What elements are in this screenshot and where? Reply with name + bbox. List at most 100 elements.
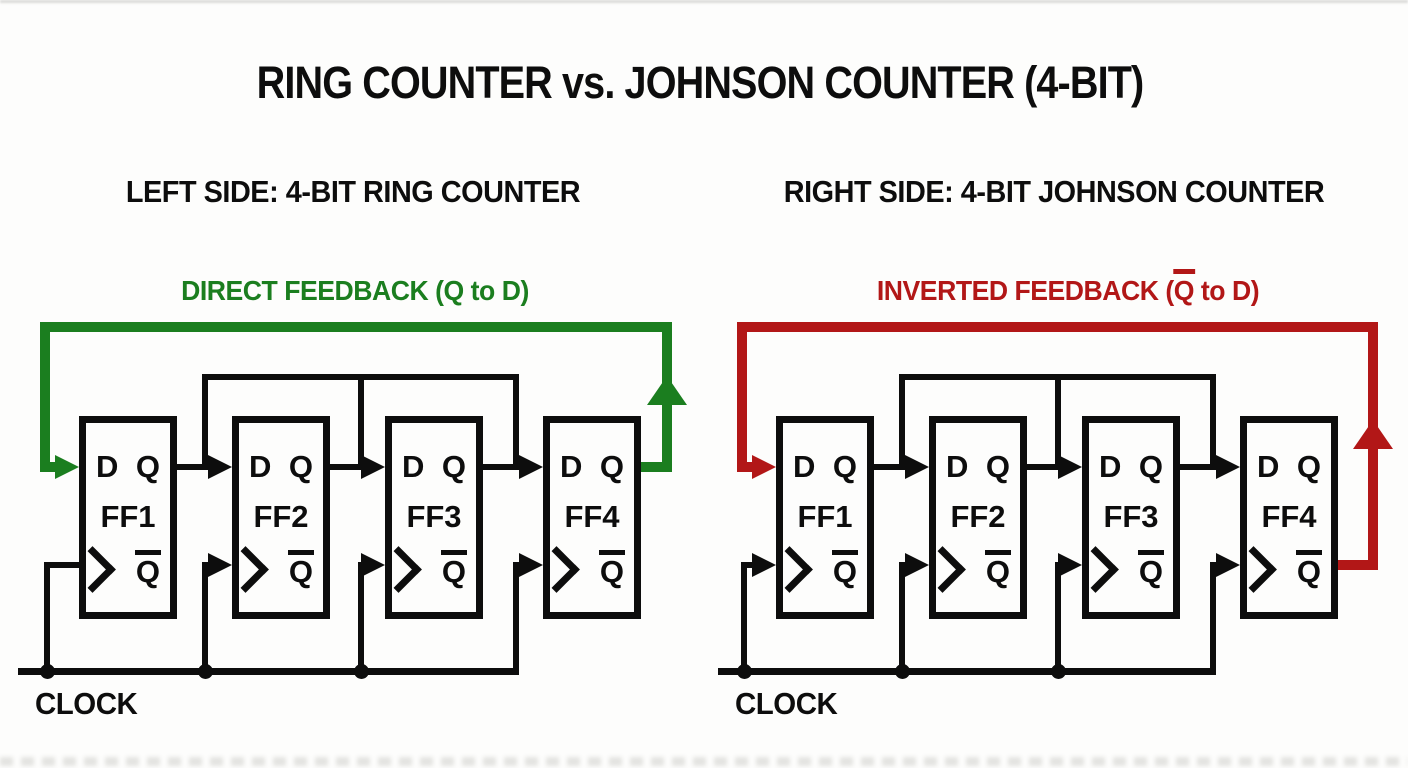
d3-input-arrow <box>361 455 385 479</box>
clock-rail <box>18 668 519 675</box>
red-d-input-arrow <box>752 455 776 479</box>
johnson-section-header: RIGHT SIDE: 4-BIT JOHNSON COUNTER <box>783 174 1325 209</box>
d-input-label: D <box>1257 449 1280 484</box>
clock-riser-4 <box>1210 562 1216 675</box>
clock-arrow-4 <box>1216 553 1240 577</box>
d-input-label: D <box>946 449 969 484</box>
clock-junction-dot <box>737 664 752 679</box>
inverted-feedback-label: INVERTED FEEDBACK (Q to D) <box>876 269 1260 307</box>
ff-name: FF3 <box>1103 499 1159 534</box>
wire-q3-d4 <box>483 464 522 470</box>
d-input-label: D <box>249 449 272 484</box>
d-input-label: D <box>96 449 119 484</box>
clock-junction-dot <box>354 664 369 679</box>
q-output-label: Q <box>985 449 1010 484</box>
ff-name: FF2 <box>253 499 309 534</box>
q-output-label: Q <box>135 449 160 484</box>
qbar-output-label: Q <box>134 550 162 589</box>
inverted-feedback-text-prefix: INVERTED FEEDBACK ( <box>876 275 1174 306</box>
green-q-output-stub <box>641 462 672 472</box>
green-up-arrow <box>647 376 687 405</box>
clock-arrow-2 <box>208 553 232 577</box>
qbar-output-label: Q <box>831 550 859 589</box>
wire-q2-d3 <box>330 464 364 470</box>
flipflop-ff1: D Q FF1 Q <box>766 416 874 619</box>
clock-label: CLOCK <box>735 686 838 721</box>
flipflop-ff2: D Q FF2 Q <box>222 416 330 619</box>
flipflop-ff1: D Q FF1 Q <box>69 416 177 619</box>
flipflop-ff3: D Q FF3 Q <box>375 416 483 619</box>
direct-feedback-text: DIRECT FEEDBACK (Q to D) <box>181 275 529 306</box>
clock-junction-dot <box>1051 664 1066 679</box>
inverted-feedback-qbar: Q <box>1172 269 1196 306</box>
red-qbar-output-stub <box>1338 560 1378 570</box>
d-input-label: D <box>560 449 583 484</box>
clock-junction-dot <box>40 664 55 679</box>
d-input-label: D <box>402 449 425 484</box>
ff-name: FF4 <box>1261 499 1317 534</box>
stage-bus-drop-2 <box>1055 374 1061 467</box>
red-feedback-wire-left <box>737 322 747 472</box>
qbar-output-label: Q <box>1137 550 1165 589</box>
clock-riser-1 <box>741 562 747 675</box>
stage-bus-drop-2 <box>358 374 364 467</box>
ff-name: FF1 <box>797 499 853 534</box>
wire-q1-d2 <box>874 464 908 470</box>
flipflop-ff4: D Q FF4 Q <box>533 416 641 619</box>
d2-input-arrow <box>905 455 929 479</box>
qbar-output-label: Q <box>598 550 626 589</box>
clock-arrow-3 <box>1058 553 1082 577</box>
clock-arrow-4 <box>519 553 543 577</box>
stage-bus-drop-1 <box>899 374 905 467</box>
qbar-output-label: Q <box>440 550 468 589</box>
clock-junction-dot <box>895 664 910 679</box>
d4-input-arrow <box>519 455 543 479</box>
flipflop-ff3: D Q FF3 Q <box>1072 416 1180 619</box>
inverted-feedback-text-suffix: to D) <box>1194 275 1260 306</box>
clock-rail <box>718 668 1216 675</box>
clock-riser-3 <box>358 562 364 675</box>
clock-triangle-icon <box>69 546 116 593</box>
d-input-label: D <box>793 449 816 484</box>
johnson-counter-circuit: RIGHT SIDE: 4-BIT JOHNSON COUNTER INVERT… <box>697 0 1401 768</box>
green-feedback-wire-left <box>40 322 50 472</box>
ring-section-header: LEFT SIDE: 4-BIT RING COUNTER <box>125 174 581 209</box>
ff-name: FF4 <box>564 499 620 534</box>
green-feedback-wire-stub <box>40 462 57 472</box>
direct-feedback-label: DIRECT FEEDBACK (Q to D) <box>181 275 529 307</box>
d4-input-arrow <box>1216 455 1240 479</box>
q-output-label: Q <box>441 449 466 484</box>
q-output-label: Q <box>1296 449 1321 484</box>
clock-riser-1 <box>44 562 50 675</box>
page-title: RING COUNTER vs. JOHNSON COUNTER (4-BIT) <box>256 57 1145 108</box>
red-feedback-wire-top <box>737 322 1378 332</box>
flipflop-ff4: D Q FF4 Q <box>1230 416 1338 619</box>
stage-bus-drop-1 <box>202 374 208 467</box>
red-feedback-wire-stub <box>737 462 754 472</box>
wire-q2-d3 <box>1027 464 1061 470</box>
ring-counter-circuit: LEFT SIDE: 4-BIT RING COUNTER DIRECT FEE… <box>18 174 687 721</box>
stage-bus-drop-3 <box>513 374 519 467</box>
qbar-output-label: Q <box>984 550 1012 589</box>
wire-q3-d4 <box>1180 464 1219 470</box>
clock-riser-4 <box>513 562 519 675</box>
qbar-output-label: Q <box>287 550 315 589</box>
clock-arrow-1 <box>752 553 776 577</box>
flipflop-ff2: D Q FF2 Q <box>919 416 1027 619</box>
clock-arrow-3 <box>361 553 385 577</box>
wire-q1-d2 <box>177 464 211 470</box>
q-output-label: Q <box>288 449 313 484</box>
red-up-arrow <box>1353 420 1393 449</box>
clock-riser-2 <box>899 562 905 675</box>
q-output-label: Q <box>1138 449 1163 484</box>
clock-stub-1 <box>44 562 80 568</box>
clock-junction-dot <box>198 664 213 679</box>
ff-name: FF3 <box>406 499 462 534</box>
d2-input-arrow <box>208 455 232 479</box>
clock-stub-1 <box>741 562 754 568</box>
green-feedback-wire-top <box>40 322 672 332</box>
stage-bus-drop-3 <box>1210 374 1216 467</box>
clock-label: CLOCK <box>35 686 138 721</box>
clock-arrow-2 <box>905 553 929 577</box>
ff-name: FF1 <box>100 499 156 534</box>
